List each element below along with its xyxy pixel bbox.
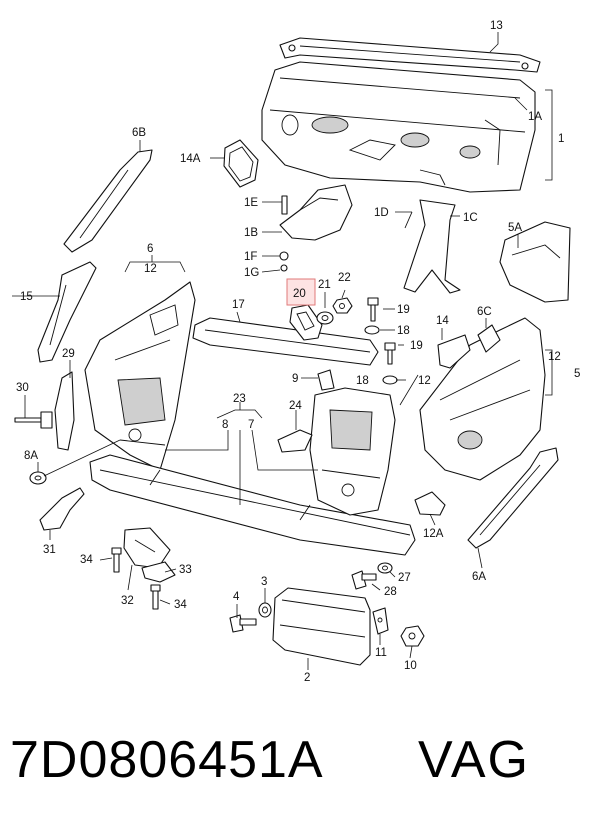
part-1B-bracket [279, 184, 353, 272]
part-5-right-side-frame [419, 317, 546, 481]
callout-9: 9 [292, 373, 298, 385]
callout-8A: 8A [24, 450, 38, 462]
part-4-bolt [229, 614, 257, 633]
part-22-nut [332, 297, 353, 314]
callout-13: 13 [490, 20, 503, 32]
callout-1F: 1F [244, 251, 257, 263]
callout-24: 24 [289, 400, 302, 412]
callout-12-right: 12 [548, 351, 561, 363]
callout-12-left: 12 [144, 263, 157, 275]
part-7-lower-crossmember [89, 454, 416, 556]
callout-14A: 14A [180, 153, 201, 165]
part-28-bolt [351, 570, 377, 590]
part-23-front-frame [309, 387, 396, 516]
callout-5A: 5A [508, 222, 522, 234]
callout-1: 1 [558, 133, 564, 145]
part-17-cross-member [192, 317, 379, 366]
callout-19-top: 19 [397, 304, 410, 316]
brand-text: VAG [418, 731, 530, 789]
callout-29: 29 [62, 348, 75, 360]
part-24-bracket [277, 429, 313, 453]
part-14A-cover-plate [223, 139, 259, 188]
part-8A-grommet [29, 471, 47, 485]
callout-4: 4 [233, 591, 240, 603]
callout-30: 30 [16, 382, 29, 394]
callout-34-right: 34 [174, 599, 187, 611]
callout-6A: 6A [472, 571, 486, 583]
part-20-bracket [289, 304, 323, 341]
callout-15: 15 [20, 291, 33, 303]
callout-18-bottom: 18 [356, 375, 369, 387]
callout-6B: 6B [132, 127, 146, 139]
callout-21: 21 [318, 279, 331, 291]
part-15-bracket [37, 261, 97, 363]
part-9-clip [317, 369, 335, 391]
callout-23: 23 [233, 393, 246, 405]
callout-1B: 1B [244, 227, 258, 239]
part-30-bolt [14, 411, 53, 429]
callout-7: 7 [248, 419, 254, 431]
part-3-washer [258, 602, 272, 618]
part-14-bracket [437, 334, 471, 369]
part-33-bracket [141, 561, 176, 583]
part-6A-long-bracket [467, 447, 559, 549]
leader-lines [12, 32, 553, 670]
callout-6C: 6C [477, 306, 492, 318]
part-13-upper-rail [279, 37, 541, 73]
part-27-washer [377, 562, 393, 574]
callout-32: 32 [121, 595, 134, 607]
part-31-bracket [39, 487, 85, 531]
callout-19-bottom: 19 [410, 340, 423, 352]
callout-34-left: 34 [80, 554, 93, 566]
callout-1E: 1E [244, 197, 258, 209]
part-6B-long-bracket [63, 149, 153, 253]
part-1-bulkhead-panel [261, 61, 536, 193]
callout-2: 2 [304, 672, 310, 684]
callout-33: 33 [179, 564, 192, 576]
callout-20-highlight [286, 278, 316, 306]
callout-20: 20 [293, 288, 306, 300]
part-34-bolt [111, 547, 161, 610]
callout-12A: 12A [423, 528, 444, 540]
part-number-text: 7D0806451A [10, 731, 324, 789]
callout-31: 31 [43, 544, 56, 556]
callout-28: 28 [384, 586, 397, 598]
part-21-washer [316, 311, 334, 325]
callout-1D: 1D [374, 207, 389, 219]
callout-1G: 1G [244, 267, 259, 279]
part-6-left-side-frame [84, 281, 196, 471]
callout-3: 3 [261, 576, 267, 588]
callout-11: 11 [375, 647, 387, 659]
callout-labels: 13 1A 1 14A 6B 1E 1B 1F 1G 1D 1C 5A 6 12… [16, 20, 580, 684]
callout-17: 17 [232, 299, 245, 311]
callout-8: 8 [222, 419, 228, 431]
callout-12-mid: 12 [418, 375, 431, 387]
callout-18-top: 18 [397, 325, 410, 337]
callout-14: 14 [436, 315, 449, 327]
callout-10: 10 [404, 660, 417, 672]
part-18-washer [364, 325, 398, 385]
callout-27: 27 [398, 572, 411, 584]
part-5A-panel [499, 221, 571, 303]
part-12A-bracket [414, 491, 446, 516]
part-1C-support-stand [403, 199, 461, 294]
part-29-bracket [54, 371, 75, 451]
part-6C-bracket [477, 324, 501, 353]
exploded-parts-diagram: 13 1A 1 14A 6B 1E 1B 1F 1G 1D 1C 5A 6 12… [12, 20, 580, 684]
callout-1A: 1A [528, 111, 542, 123]
callout-1C: 1C [463, 212, 478, 224]
callout-5: 5 [574, 368, 580, 380]
part-19-bolt [367, 297, 396, 365]
part-11-bracket [372, 607, 389, 635]
callout-6: 6 [147, 243, 153, 255]
callout-22: 22 [338, 272, 351, 284]
part-2-impact-absorber [272, 587, 371, 666]
part-10-nut [400, 625, 425, 647]
